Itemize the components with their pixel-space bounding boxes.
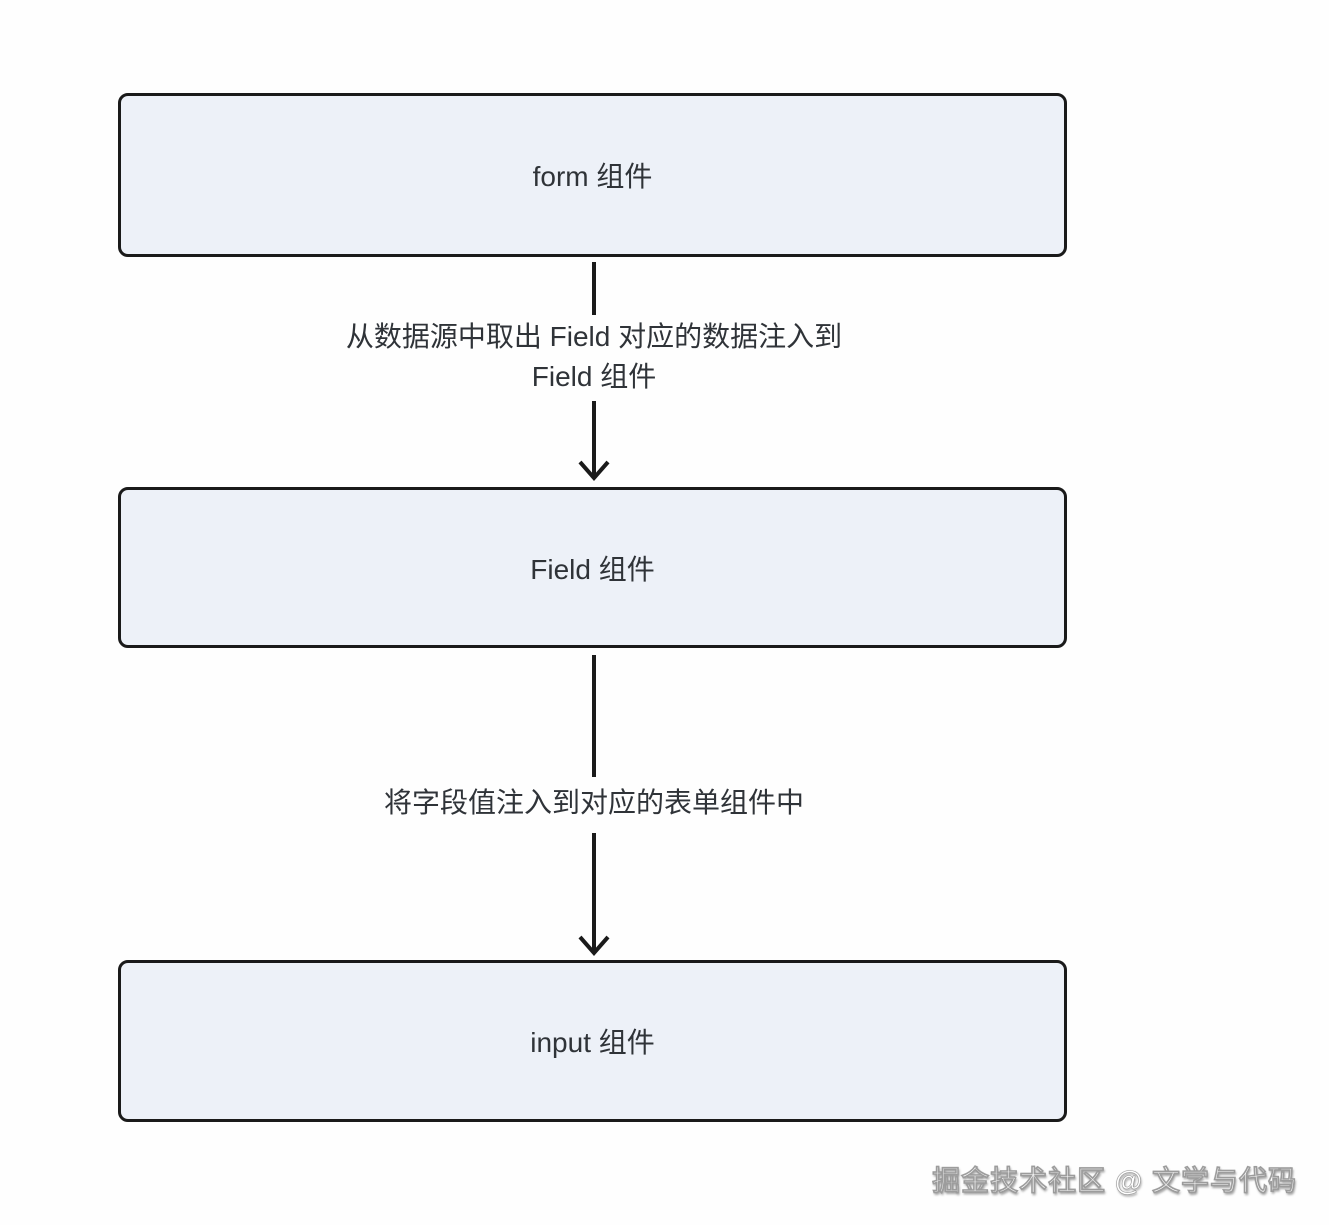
node-form-component: form 组件 [118,93,1067,257]
edge-label-line: Field 组件 [531,361,657,392]
node-field-component: Field 组件 [118,487,1067,648]
edge-label-field-to-input: 将字段值注入到对应的表单组件中 [369,777,819,833]
node-input-label: input 组件 [530,1027,655,1058]
edge-label-line: 从数据源中取出 Field 对应的数据注入到 [345,321,843,352]
node-field-label: Field 组件 [530,553,655,585]
node-input-component: input 组件 [118,960,1067,1122]
edge-label-form-to-field: 从数据源中取出 Field 对应的数据注入到 Field 组件 [331,315,857,401]
watermark-text: 掘金技术社区 @ 文学与代码 [932,1165,1297,1197]
edge-label-line: 将字段值注入到对应的表单组件中 [383,787,805,818]
node-form-label: form 组件 [532,161,653,192]
